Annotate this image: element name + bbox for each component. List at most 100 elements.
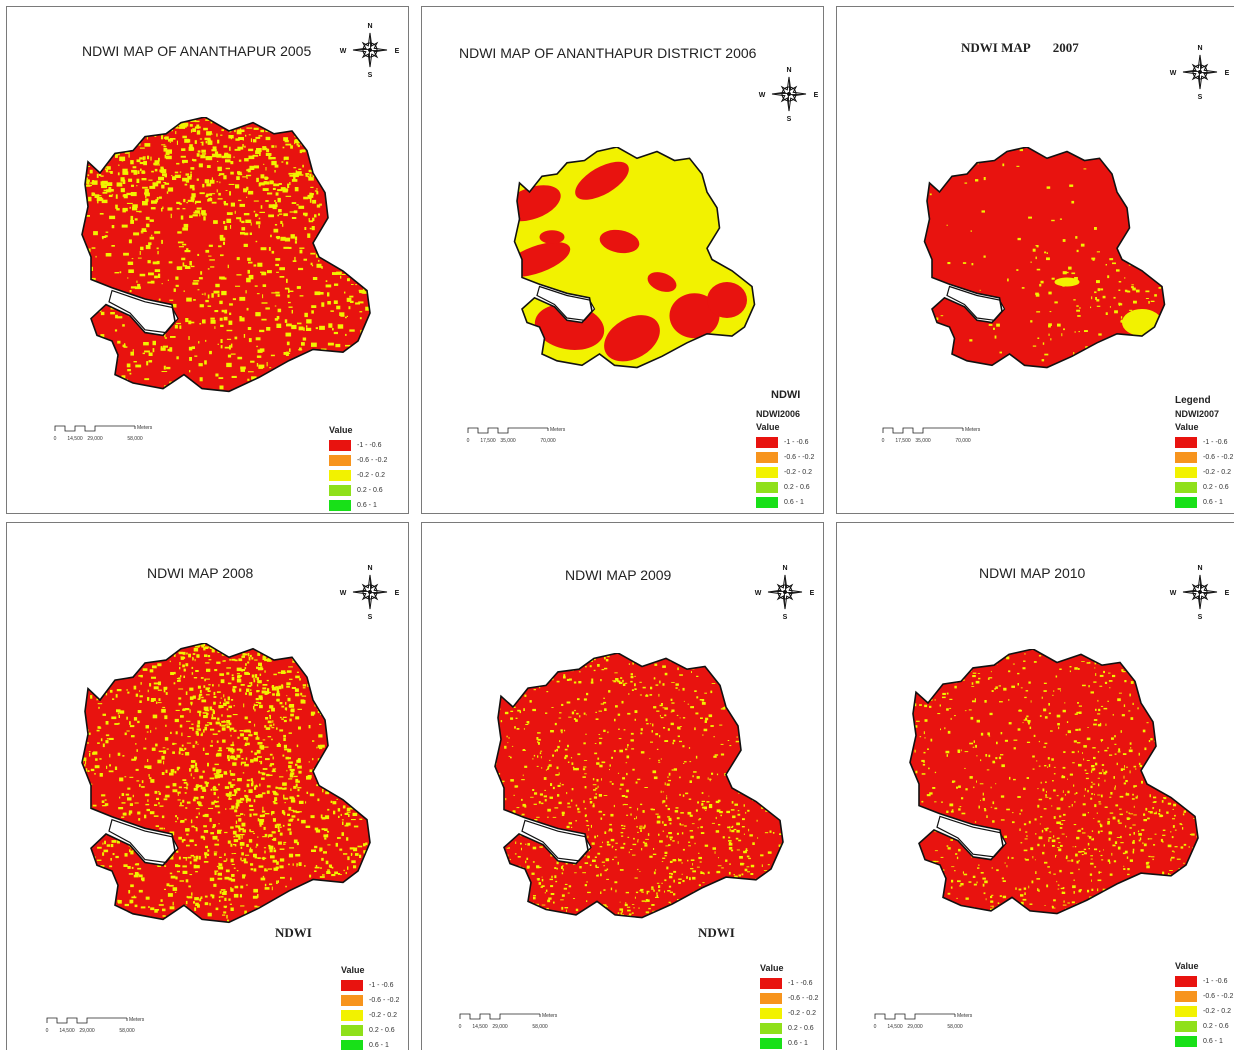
legend-swatch [1175, 991, 1197, 1002]
ndwi-map-2009 [494, 653, 784, 919]
compass-n-label: N [786, 67, 791, 74]
compass-e-label: E [1225, 590, 1230, 597]
legend-item: 0.2 - 0.6 [756, 480, 814, 495]
legend-class-label: 0.6 - 1 [784, 499, 804, 506]
compass-w-label: W [1170, 70, 1177, 77]
scale-tick-label: 0 [46, 1028, 49, 1034]
legend-class-label: -0.2 - 0.2 [784, 469, 813, 476]
legend-swatch [341, 980, 363, 991]
compass-s-label: S [1198, 614, 1203, 621]
legend-item: 0.2 - 0.6 [760, 1021, 818, 1036]
legend-swatch [1175, 482, 1197, 493]
scale-tick-label: 14,500 [67, 436, 83, 442]
legend-value-label: Value [329, 425, 353, 435]
legend-class-label: 0.2 - 0.6 [784, 484, 810, 491]
compass-e-label: E [1225, 70, 1230, 77]
legend-swatch [756, 497, 778, 508]
legend-class-label: 0.2 - 0.6 [369, 1027, 395, 1034]
scale-tick-label: 58,000 [119, 1028, 135, 1034]
legend-class-label: -1 - -0.6 [357, 442, 382, 449]
scale-tick-label: 70,000 [955, 438, 971, 444]
legend-value-label: Value [341, 965, 365, 975]
scale-bar-line [874, 1013, 955, 1020]
scale-tick-label: 35,000 [500, 438, 516, 444]
legend-class-label: 0.6 - 1 [357, 502, 377, 509]
legend-item: -1 - -0.6 [1175, 974, 1233, 989]
legend-item: 0.2 - 0.6 [341, 1023, 399, 1038]
legend-swatch [1175, 1006, 1197, 1017]
legend-item: -0.6 - -0.2 [329, 453, 387, 468]
legend-class-label: -0.2 - 0.2 [1203, 1008, 1232, 1015]
compass-w-label: W [1170, 590, 1177, 597]
legend-item: -1 - -0.6 [1175, 435, 1233, 450]
legend-item: -1 - -0.6 [341, 978, 399, 993]
legend-swatch [760, 978, 782, 989]
district-boundary [909, 649, 1199, 915]
legend-item: -0.2 - 0.2 [329, 468, 387, 483]
map-title: NDWI MAP 2008 [147, 565, 254, 581]
legend-swatch [341, 995, 363, 1006]
compass-w-label: W [340, 590, 347, 597]
legend-item: 0.6 - 1 [341, 1038, 399, 1050]
legend-class-label: -0.2 - 0.2 [788, 1010, 817, 1017]
compass-s-label: S [783, 614, 788, 621]
legend-item: 0.6 - 1 [329, 498, 387, 513]
legend-item: 0.6 - 1 [1175, 495, 1233, 510]
legend-class-label: 0.6 - 1 [369, 1042, 389, 1049]
legend-class-label: -0.6 - -0.2 [369, 997, 400, 1004]
scale-unit-label: Meters [129, 1017, 145, 1023]
legend-layer-name: NDWI2007 [1175, 409, 1220, 419]
scale-unit-label: Meters [542, 1013, 558, 1019]
legend-item: 0.6 - 1 [1175, 1034, 1233, 1049]
scale-tick-label: 58,000 [127, 436, 143, 442]
map-title: NDWI MAP 2007 [961, 40, 1079, 55]
legend-swatch [760, 993, 782, 1004]
legend-swatch [756, 452, 778, 463]
legend-class-label: -0.6 - -0.2 [357, 457, 388, 464]
map-title: NDWI MAP 2010 [979, 565, 1086, 581]
legend-swatch [329, 455, 351, 466]
map-title: NDWI MAP OF ANANTHAPUR DISTRICT 2006 [459, 45, 757, 61]
compass-n-label: N [1197, 45, 1202, 52]
legend-swatch [329, 440, 351, 451]
legend-swatch [329, 470, 351, 481]
legend-class-label: -1 - -0.6 [788, 980, 813, 987]
compass-n-label: N [367, 565, 372, 572]
compass-e-label: E [395, 48, 400, 55]
legend-value-label: Value [756, 422, 780, 432]
legend-value-label: Value [760, 963, 784, 973]
legend-item: -0.2 - 0.2 [1175, 1004, 1233, 1019]
legend-item: -1 - -0.6 [760, 976, 818, 991]
legend-class-label: 0.2 - 0.6 [357, 487, 383, 494]
legend-class-label: 0.6 - 1 [1203, 1038, 1223, 1045]
compass-w-label: W [759, 92, 766, 99]
scale-tick-label: 70,000 [540, 438, 556, 444]
district-boundary [923, 147, 1166, 369]
legend-item: 0.2 - 0.6 [1175, 1019, 1233, 1034]
scale-tick-label: 0 [459, 1024, 462, 1030]
scale-tick-label: 35,000 [915, 438, 931, 444]
scale-tick-label: 0 [882, 438, 885, 444]
scale-tick-label: 0 [467, 438, 470, 444]
scale-tick-label: 14,500 [472, 1024, 488, 1030]
legend-swatch [341, 1010, 363, 1021]
legend-swatch [1175, 1036, 1197, 1047]
legend-item: 0.2 - 0.6 [1175, 480, 1233, 495]
legend-class-label: -1 - -0.6 [1203, 978, 1228, 985]
ndwi-map-2006 [513, 147, 756, 369]
ndwi-map-2005 [81, 117, 371, 393]
legend-heading: Legend [1175, 395, 1211, 406]
legend-swatch [1175, 467, 1197, 478]
